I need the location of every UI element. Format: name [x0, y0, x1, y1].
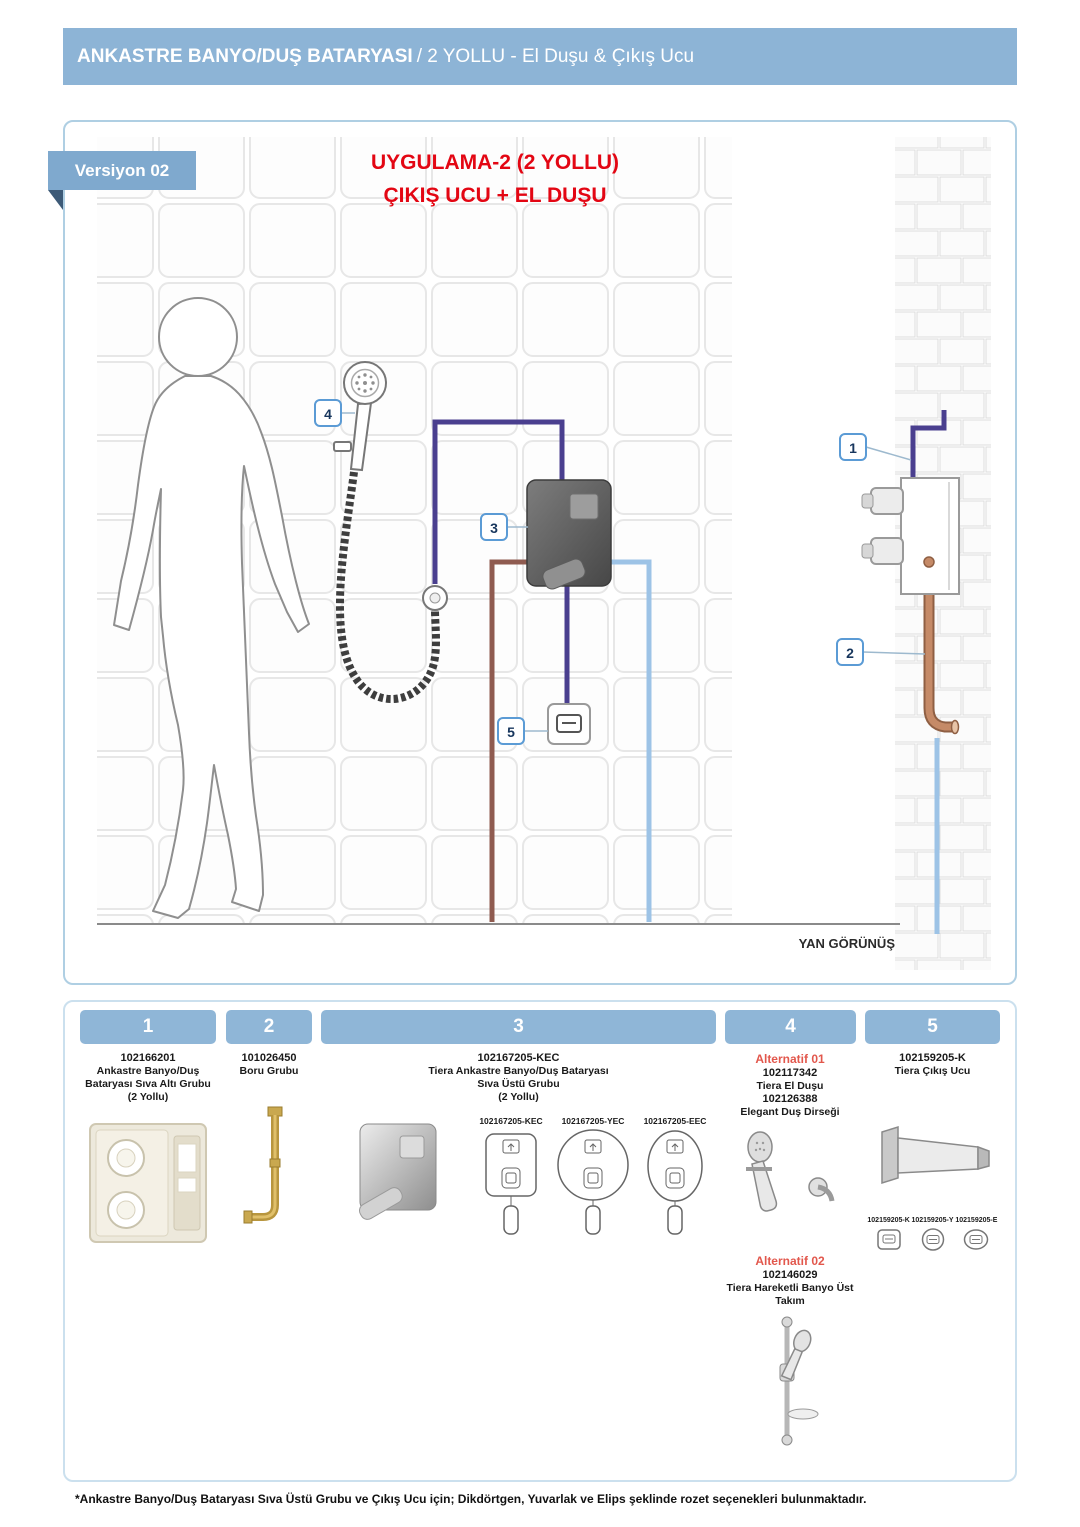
rozet-square-icon: [876, 1229, 901, 1250]
product-name: Takım: [775, 1295, 805, 1307]
product-name: Tiera Hareketli Banyo Üst: [726, 1282, 854, 1294]
application-title-line2: ÇIKIŞ UCU + EL DUŞU: [383, 184, 607, 207]
product-table-panel: [63, 1000, 1017, 1482]
variant-ellipse-diagram: [647, 1130, 703, 1235]
page-subtitle: / 2 YOLLU - El Duşu & Çıkış Ucu: [416, 45, 695, 67]
product-variant-note: (2 Yollu): [127, 1091, 169, 1103]
trim-variant-square: 102167205-KEC: [470, 1116, 552, 1240]
table-header-2: 2: [226, 1010, 312, 1044]
callout-4: 4: [314, 399, 355, 427]
product-code: 102167205-KEC: [477, 1052, 560, 1064]
application-title-line1: UYGULAMA-2 (2 YOLLU): [370, 151, 620, 174]
application-title: UYGULAMA-2 (2 YOLLU) ÇIKIŞ UCU + EL DUŞU: [325, 146, 665, 212]
product-code: 102159205-K: [899, 1052, 966, 1064]
pipe-group-image: [243, 1106, 283, 1224]
shower-hose: [335, 471, 440, 704]
rozet-round-icon: [921, 1228, 944, 1251]
hot-water-pipe: [489, 559, 527, 922]
product-name: Tiera El Duşu: [756, 1080, 824, 1092]
product-code: 102166201: [120, 1052, 176, 1064]
hand-shower-assembly: [333, 361, 448, 704]
svg-text:2: 2: [846, 645, 854, 661]
table-header-1: 1: [80, 1010, 216, 1044]
side-view-label: YAN GÖRÜNÜŞ: [799, 936, 896, 951]
product-name: Tiera Ankastre Banyo/Duş Bataryası: [428, 1065, 609, 1077]
mixer-trim: [526, 479, 612, 590]
flush-mount-box-image: [89, 1123, 207, 1243]
mixer-lever: [542, 558, 586, 590]
alternative-2-title: Alternatif 02: [755, 1254, 825, 1268]
copper-pipe: [925, 588, 957, 731]
diverter-button: [569, 493, 599, 520]
product-col-5: 102159205-K Tiera Çıkış Ucu 102159205-K …: [865, 1052, 1000, 1253]
product-variant-note: (2 Yollu): [498, 1091, 539, 1103]
shower-rail-set-image: [779, 1316, 819, 1446]
version-tab: Versiyon 02: [48, 151, 196, 190]
version-label: Versiyon 02: [74, 160, 170, 180]
rozet-option-square: 102159205-K: [867, 1216, 910, 1253]
svg-text:4: 4: [324, 406, 332, 422]
product-name: Boru Grubu: [239, 1065, 299, 1077]
svg-text:1: 1: [849, 440, 857, 456]
callout-2: 2: [836, 638, 926, 666]
product-col-1: 102166201 Ankastre Banyo/Duş Bataryası S…: [80, 1052, 216, 1251]
silhouette-head: [158, 297, 238, 377]
diagram-panel: YAN GÖRÜNÜŞ 1 2 3 4 5: [63, 120, 1017, 985]
product-code: 102146029: [762, 1269, 818, 1281]
rozet-ellipse-icon: [964, 1229, 989, 1250]
shower-outlet-pipe: [432, 419, 565, 584]
callout-5: 5: [497, 717, 548, 745]
trim-photo-image: [358, 1123, 436, 1220]
product-col-4: Alternatif 01 102117342 Tiera El Duşu 10…: [723, 1052, 857, 1454]
product-name: Elegant Duş Dirseği: [740, 1106, 840, 1118]
concealed-valve-body: [900, 477, 960, 595]
hand-shower-image: [746, 1131, 835, 1212]
footer-note: *Ankastre Banyo/Duş Bataryası Sıva Üstü …: [75, 1492, 867, 1506]
variant-square-diagram: [485, 1133, 537, 1235]
version-tab-fold-icon: [48, 190, 63, 210]
human-silhouette: [113, 297, 310, 919]
table-header-3: 3: [321, 1010, 716, 1044]
side-view-outlet-pipe: [910, 410, 947, 478]
spout-outlet-symbol: [547, 703, 591, 745]
pipes-front-view: [432, 419, 652, 922]
rozet-option-round: 102159205-Y: [911, 1216, 954, 1253]
product-name: Bataryası Sıva Altı Grubu: [85, 1078, 211, 1090]
spout-image: [881, 1125, 990, 1185]
svg-text:3: 3: [490, 520, 498, 536]
valve-knob-top: [870, 487, 904, 515]
callout-1: 1: [839, 433, 912, 461]
page-header: ANKASTRE BANYO/DUŞ BATARYASI / 2 YOLLU -…: [63, 28, 1017, 85]
variant-round-diagram: [557, 1129, 629, 1235]
rozet-option-ellipse: 102159205-E: [955, 1216, 998, 1253]
callout-3: 3: [480, 513, 528, 541]
product-name: Sıva Üstü Grubu: [477, 1078, 560, 1090]
shower-head-nozzles: [355, 373, 375, 393]
product-name: Ankastre Banyo/Duş: [96, 1065, 200, 1077]
product-col-2: 101026450 Boru Grubu: [226, 1052, 312, 1243]
installation-diagram: YAN GÖRÜNÜŞ 1 2 3 4 5: [97, 137, 991, 970]
table-header-4: 4: [725, 1010, 856, 1044]
product-name: Tiera Çıkış Ucu: [894, 1065, 971, 1077]
svg-text:5: 5: [507, 724, 515, 740]
cold-water-pipe: [610, 559, 652, 922]
hose-wall-elbow-center: [429, 592, 441, 604]
copper-pipe-end: [950, 719, 960, 735]
product-code: 101026450: [241, 1052, 297, 1064]
product-code: 102126388: [762, 1093, 818, 1105]
product-code: 102117342: [762, 1067, 818, 1079]
alternative-1-title: Alternatif 01: [755, 1052, 825, 1066]
valve-knob-bottom: [870, 537, 904, 565]
trim-variant-round: 102167205-YEC: [552, 1116, 634, 1240]
page-title: ANKASTRE BANYO/DUŞ BATARYASI: [77, 45, 413, 67]
product-col-3: 102167205-KEC Tiera Ankastre Banyo/Duş B…: [321, 1052, 716, 1241]
shower-bracket: [333, 441, 352, 452]
trim-variant-ellipse: 102167205-EEC: [634, 1116, 716, 1240]
table-header-5: 5: [865, 1010, 1000, 1044]
side-view-assembly: [861, 410, 960, 934]
